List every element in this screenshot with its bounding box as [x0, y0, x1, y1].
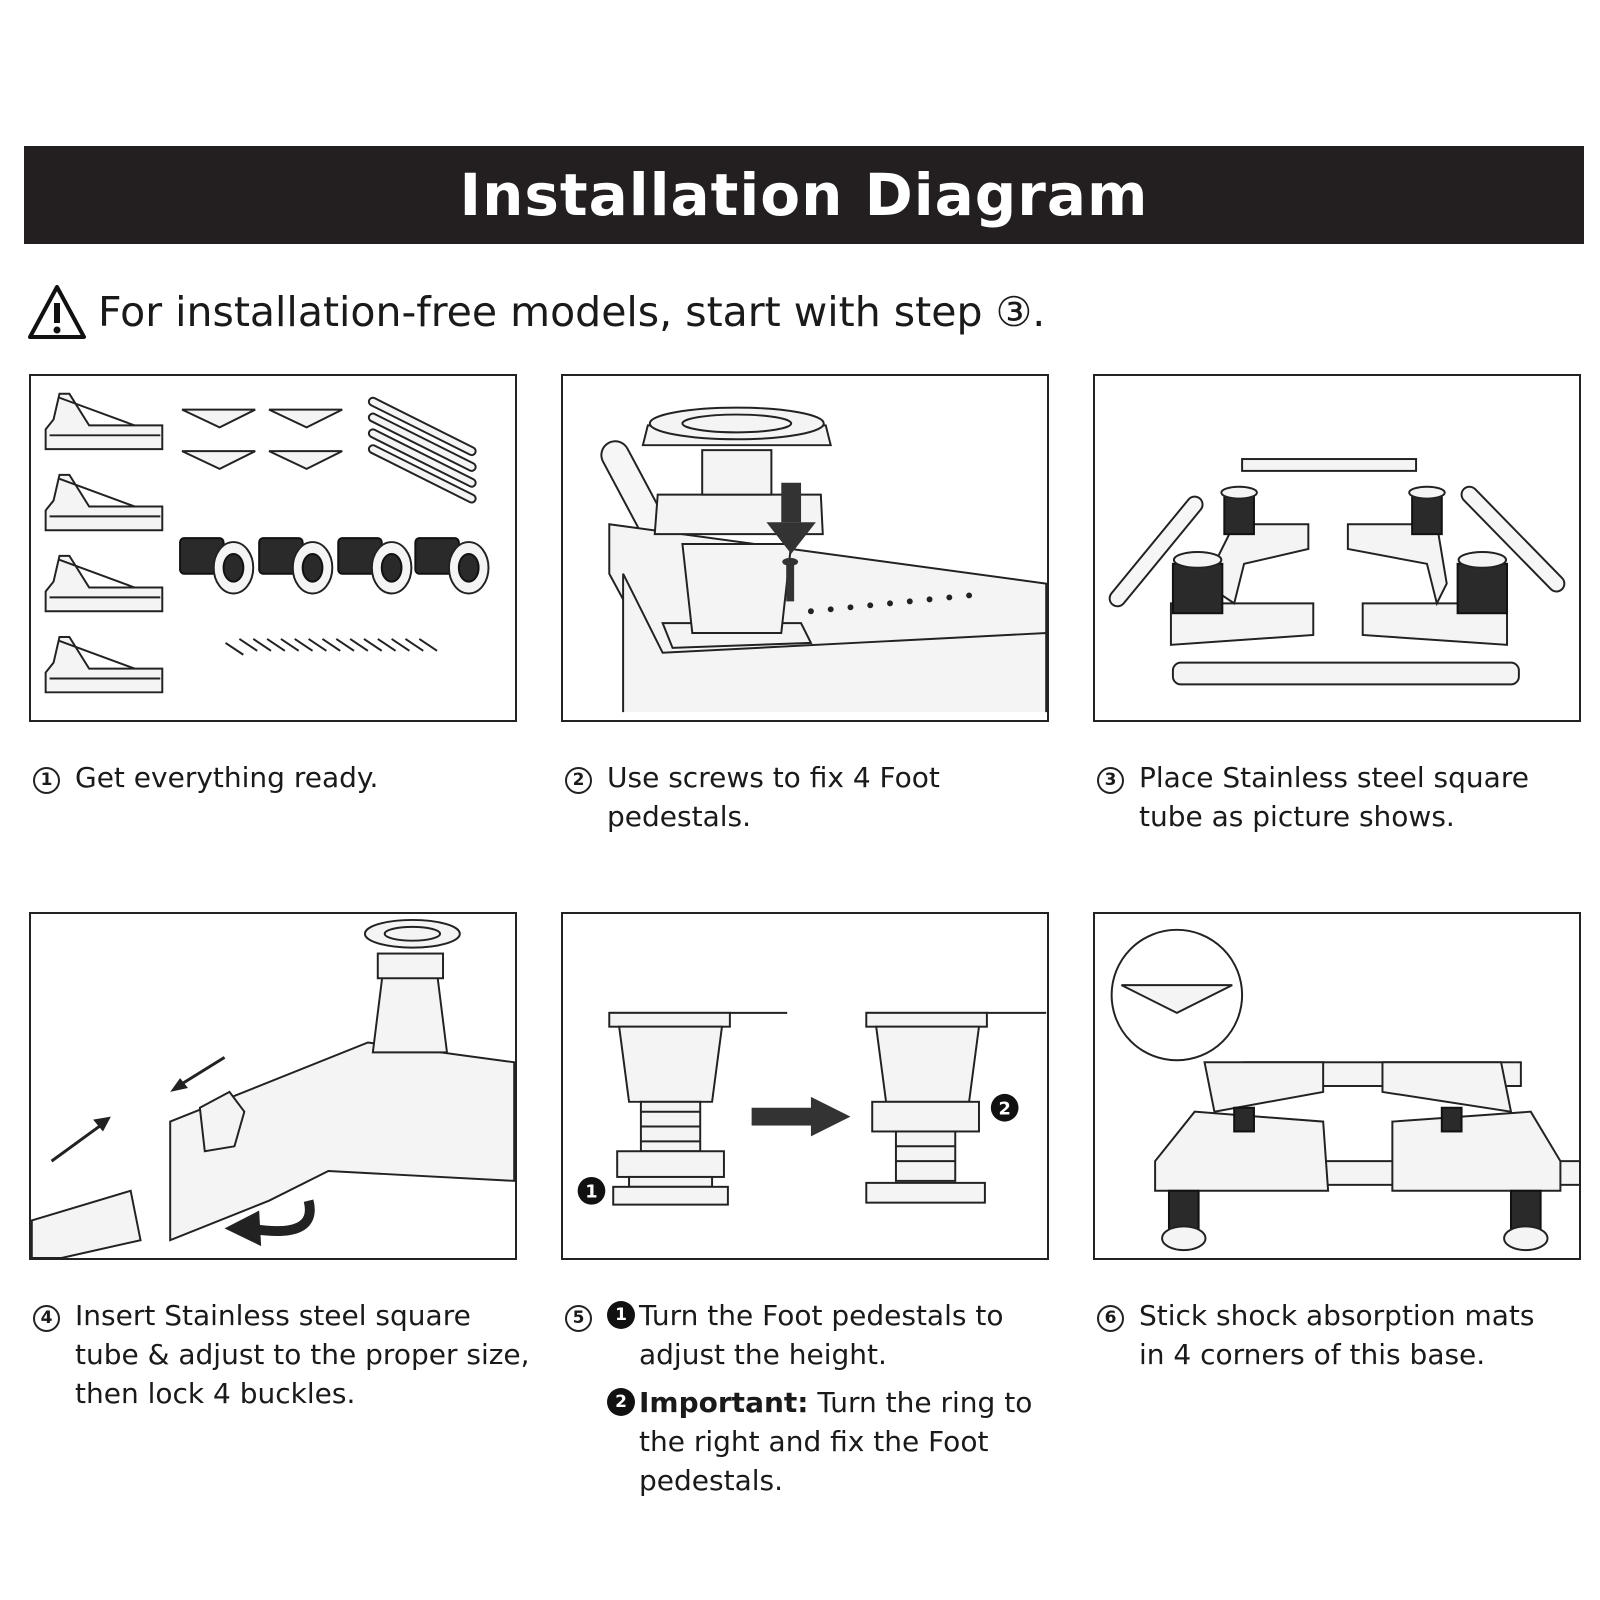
- corner-bracket-parts: [44, 392, 164, 694]
- step-5-subitem-1: 1 Turn the Foot pedestals to adjust the …: [607, 1296, 1065, 1374]
- shock-mat-detail: [1110, 928, 1244, 1062]
- step-2-text: Use screws to fix 4 Foot pedestals.: [607, 761, 940, 833]
- pedestal-before: [608, 1011, 788, 1206]
- screw-icon: [782, 557, 799, 602]
- down-arrow-icon: [766, 482, 816, 554]
- foot-pedestal: [363, 918, 461, 1054]
- step-5-sub2-bold: Important:: [639, 1386, 809, 1419]
- step-6-text: Stick shock absorption mats in 4 corners…: [1139, 1299, 1535, 1371]
- step-4-number: 4: [33, 1305, 60, 1332]
- step-6-number: 6: [1097, 1305, 1124, 1332]
- step-6-caption: 6 Stick shock absorption mats in 4 corne…: [1097, 1296, 1567, 1374]
- rotate-arrow-icon: [224, 1199, 315, 1247]
- step-6-shock-mats-illustration: [1093, 912, 1581, 1260]
- step-4-insert-tube-illustration: [29, 912, 517, 1260]
- step-5-subitem-2: 2 Important: Turn the ring to the right …: [607, 1383, 1065, 1500]
- svg-text:1: 1: [585, 1182, 597, 1203]
- svg-text:2: 2: [998, 1099, 1010, 1120]
- step-3-caption: 3 Place Stainless steel square tube as p…: [1097, 758, 1567, 836]
- step-1-text: Get everything ready.: [75, 761, 379, 794]
- step-5-number: 5: [565, 1305, 592, 1332]
- pedestal-after: [865, 1011, 1047, 1204]
- screw-parts: [225, 638, 438, 656]
- installation-notice: For installation-free models, start with…: [26, 282, 1045, 342]
- step-3-place-tubes-illustration: [1093, 374, 1581, 722]
- step-3-number: 3: [1097, 767, 1124, 794]
- step-5-sub1-text: Turn the Foot pedestals to adjust the he…: [639, 1299, 1004, 1371]
- hole-row: [807, 592, 973, 615]
- step-1-number: 1: [33, 767, 60, 794]
- step-1-parts-illustration: [29, 374, 517, 722]
- warning-triangle-icon: [28, 285, 86, 339]
- notice-text: For installation-free models, start with…: [98, 288, 1046, 336]
- foot-pedestal-parts: [179, 537, 490, 595]
- insert-arrow-icon: [50, 1056, 226, 1163]
- page-title: Installation Diagram: [459, 161, 1149, 229]
- step-3-text: Place Stainless steel square tube as pic…: [1139, 761, 1529, 833]
- step-4-caption: 4 Insert Stainless steel square tube & a…: [33, 1296, 533, 1413]
- square-tube-parts: [367, 396, 477, 504]
- assembled-base: [1154, 1061, 1579, 1252]
- step-5-sub2-marker: 2: [607, 1388, 635, 1416]
- marker-1-icon: 1: [577, 1176, 606, 1205]
- step-2-screw-pedestal-illustration: [561, 374, 1049, 722]
- step-4-text: Insert Stainless steel square tube & adj…: [75, 1299, 530, 1410]
- buckle: [198, 1090, 246, 1153]
- right-arrow-icon: [751, 1096, 851, 1137]
- step-5-sub2-text: Turn the ring to the right and fix the F…: [639, 1386, 1033, 1497]
- shock-mat-parts: [181, 408, 343, 471]
- title-banner: Installation Diagram: [24, 146, 1584, 244]
- step-5-sub1-marker: 1: [607, 1301, 635, 1329]
- left-base-half: [1169, 485, 1315, 646]
- marker-2-icon: 2: [990, 1093, 1019, 1122]
- step-2-number: 2: [565, 767, 592, 794]
- step-5-caption: 5 1 Turn the Foot pedestals to adjust th…: [565, 1296, 1065, 1500]
- step-1-caption: 1 Get everything ready.: [33, 758, 523, 797]
- right-base-half: [1346, 485, 1509, 646]
- step-5-adjust-pedestal-illustration: 1 2: [561, 912, 1049, 1260]
- step-2-caption: 2 Use screws to fix 4 Foot pedestals.: [565, 758, 1055, 836]
